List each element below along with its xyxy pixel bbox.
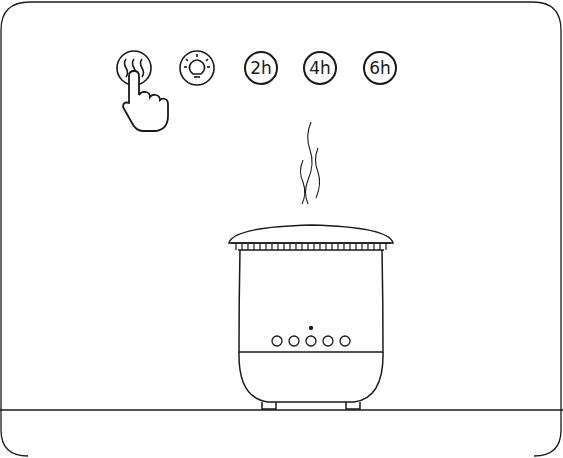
ground-line xyxy=(0,409,563,410)
timer-label: 4h xyxy=(309,60,331,77)
timer-button: 2h xyxy=(244,51,278,85)
light-button-icon xyxy=(180,51,214,85)
diffuser-body xyxy=(229,225,393,409)
timer-button: 4h xyxy=(303,51,337,85)
mist-wisps xyxy=(301,122,320,204)
timer-label: 2h xyxy=(250,60,272,77)
timer-button: 6h xyxy=(363,51,397,85)
frame-sides xyxy=(1,30,561,430)
timer-label: 6h xyxy=(369,60,391,77)
control-buttons xyxy=(272,327,350,347)
frame-top xyxy=(1,2,561,30)
frame-corners xyxy=(1,430,561,456)
pointing-hand xyxy=(123,71,168,131)
